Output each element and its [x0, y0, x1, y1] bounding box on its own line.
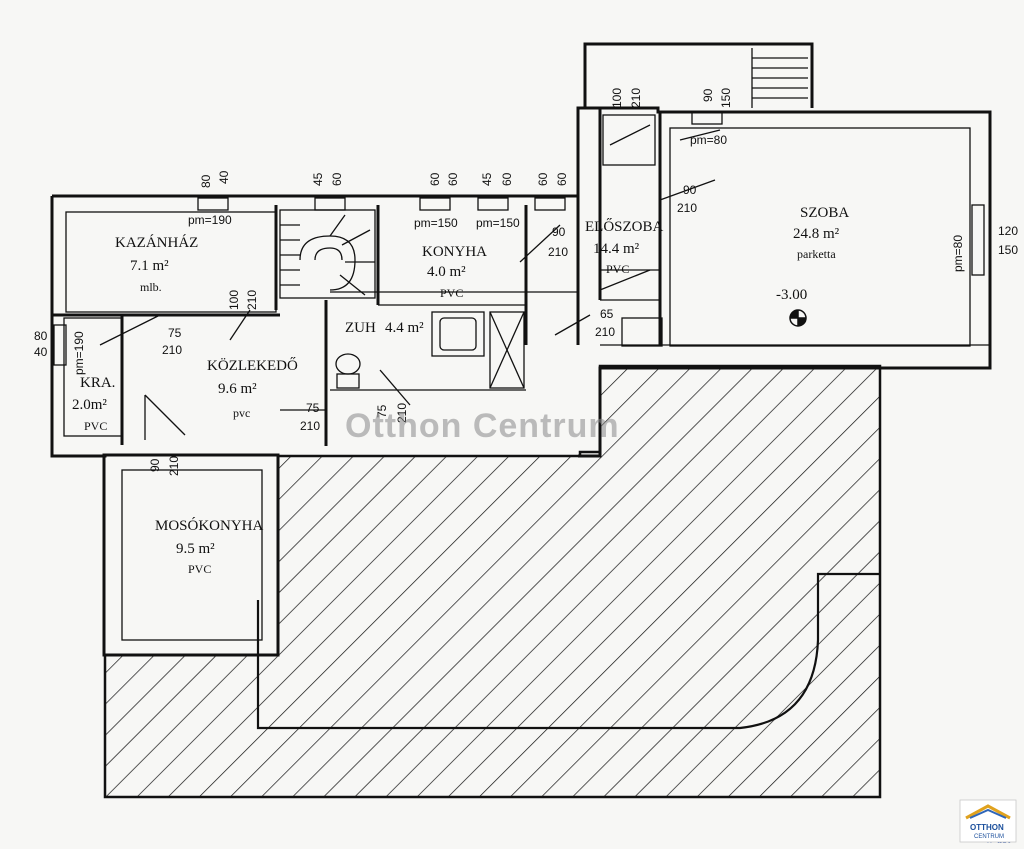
- room-eloszoba-floor: PVC: [606, 262, 629, 276]
- room-konyha-name: KONYHA: [422, 244, 487, 260]
- room-konyha-floor: PVC: [440, 286, 463, 300]
- room-szoba-floor: parketta: [797, 247, 836, 261]
- mosokonyha-walls: [102, 453, 280, 657]
- dim-label: 210: [629, 88, 643, 108]
- dim-label: 90: [701, 88, 715, 102]
- room-kazanhaz-floor: mlb.: [140, 280, 162, 294]
- dim-label: 45: [311, 172, 325, 186]
- level-label: -3.00: [776, 287, 807, 303]
- dim-label: 40: [217, 170, 231, 184]
- otthon-centrum-logo: OTTHON CENTRUM: [959, 799, 1017, 843]
- room-kra-area: 2.0m²: [72, 397, 107, 413]
- door-swings: [99, 124, 721, 440]
- windows: [53, 111, 985, 366]
- dim-label: 60: [330, 172, 344, 186]
- dim-label: 210: [395, 403, 409, 423]
- dim-label: 60: [500, 172, 514, 186]
- balcony-outline: [583, 42, 814, 108]
- room-zuh-area: 4.4 m²: [385, 320, 424, 336]
- room-eloszoba-area: 14.4 m²: [593, 241, 640, 257]
- dim-label: 60: [428, 172, 442, 186]
- dim-label: pm=80: [951, 235, 965, 272]
- dim-label: 75: [168, 326, 182, 340]
- interior-walls: [52, 108, 990, 446]
- dim-label: 100: [227, 290, 241, 310]
- room-kozlekedo-area: 9.6 m²: [218, 381, 257, 397]
- dim-label: pm=190: [72, 331, 86, 375]
- level-marker: [789, 309, 807, 327]
- room-kozlekedo-floor: pvc: [233, 406, 250, 420]
- logo-line1: OTTHON: [970, 823, 1004, 832]
- dim-label: 45: [480, 172, 494, 186]
- dim-label: 210: [167, 456, 181, 476]
- dim-label: pm=190: [188, 213, 232, 227]
- dim-label: 210: [595, 325, 615, 339]
- spiral-staircase: [279, 209, 376, 299]
- watermark-text: Otthon Centrum: [345, 407, 620, 445]
- logo-line2: CENTRUM: [974, 834, 1004, 840]
- room-kazanhaz-area: 7.1 m²: [130, 258, 169, 274]
- dim-label: 80: [34, 329, 48, 343]
- dim-label: 75: [375, 404, 389, 418]
- room-szoba-area: 24.8 m²: [793, 226, 840, 242]
- room-mosokonyha-name: MOSÓKONYHA: [155, 517, 264, 534]
- room-szoba-name: SZOBA: [800, 205, 849, 221]
- dim-label: 150: [719, 88, 733, 108]
- dim-label: 150: [998, 243, 1018, 257]
- room-kra-name: KRA.: [80, 375, 115, 391]
- dim-label: 90: [552, 225, 566, 239]
- dim-label: pm=150: [414, 216, 458, 230]
- room-eloszoba-name: ELŐSZOBA: [585, 218, 664, 235]
- room-konyha-area: 4.0 m²: [427, 264, 466, 280]
- dim-label: 210: [548, 245, 568, 259]
- balcony-stair: [751, 48, 808, 108]
- dim-label: 80: [199, 174, 213, 188]
- dim-label: 100: [610, 88, 624, 108]
- room-kozlekedo-name: KÖZLEKEDŐ: [207, 357, 298, 374]
- mosokonyha-inner: [121, 469, 263, 641]
- dim-label: 210: [300, 419, 320, 433]
- dim-label: 60: [555, 172, 569, 186]
- dim-label: 65: [600, 307, 614, 321]
- dim-label: pm=150: [476, 216, 520, 230]
- room-mosokonyha-area: 9.5 m²: [176, 541, 215, 557]
- dim-label: 60: [536, 172, 550, 186]
- room-kra-floor: PVC: [84, 419, 107, 433]
- dim-label: 90: [683, 183, 697, 197]
- dim-label: 210: [245, 290, 259, 310]
- bathroom-fixtures: [335, 311, 525, 389]
- dim-label: pm=80: [690, 133, 727, 147]
- room-kazanhaz-name: KAZÁNHÁZ: [115, 234, 198, 251]
- dim-label: 120: [998, 224, 1018, 238]
- room-zuh-name: ZUH: [345, 320, 376, 336]
- dim-label: 210: [677, 201, 697, 215]
- dim-label: 60: [446, 172, 460, 186]
- dim-label: 90: [148, 458, 162, 472]
- room-mosokonyha-floor: PVC: [188, 562, 211, 576]
- dim-label: 40: [34, 345, 48, 359]
- dim-label: 75: [306, 401, 320, 415]
- terrace-inner-outline: [256, 572, 880, 730]
- dim-label: 210: [162, 343, 182, 357]
